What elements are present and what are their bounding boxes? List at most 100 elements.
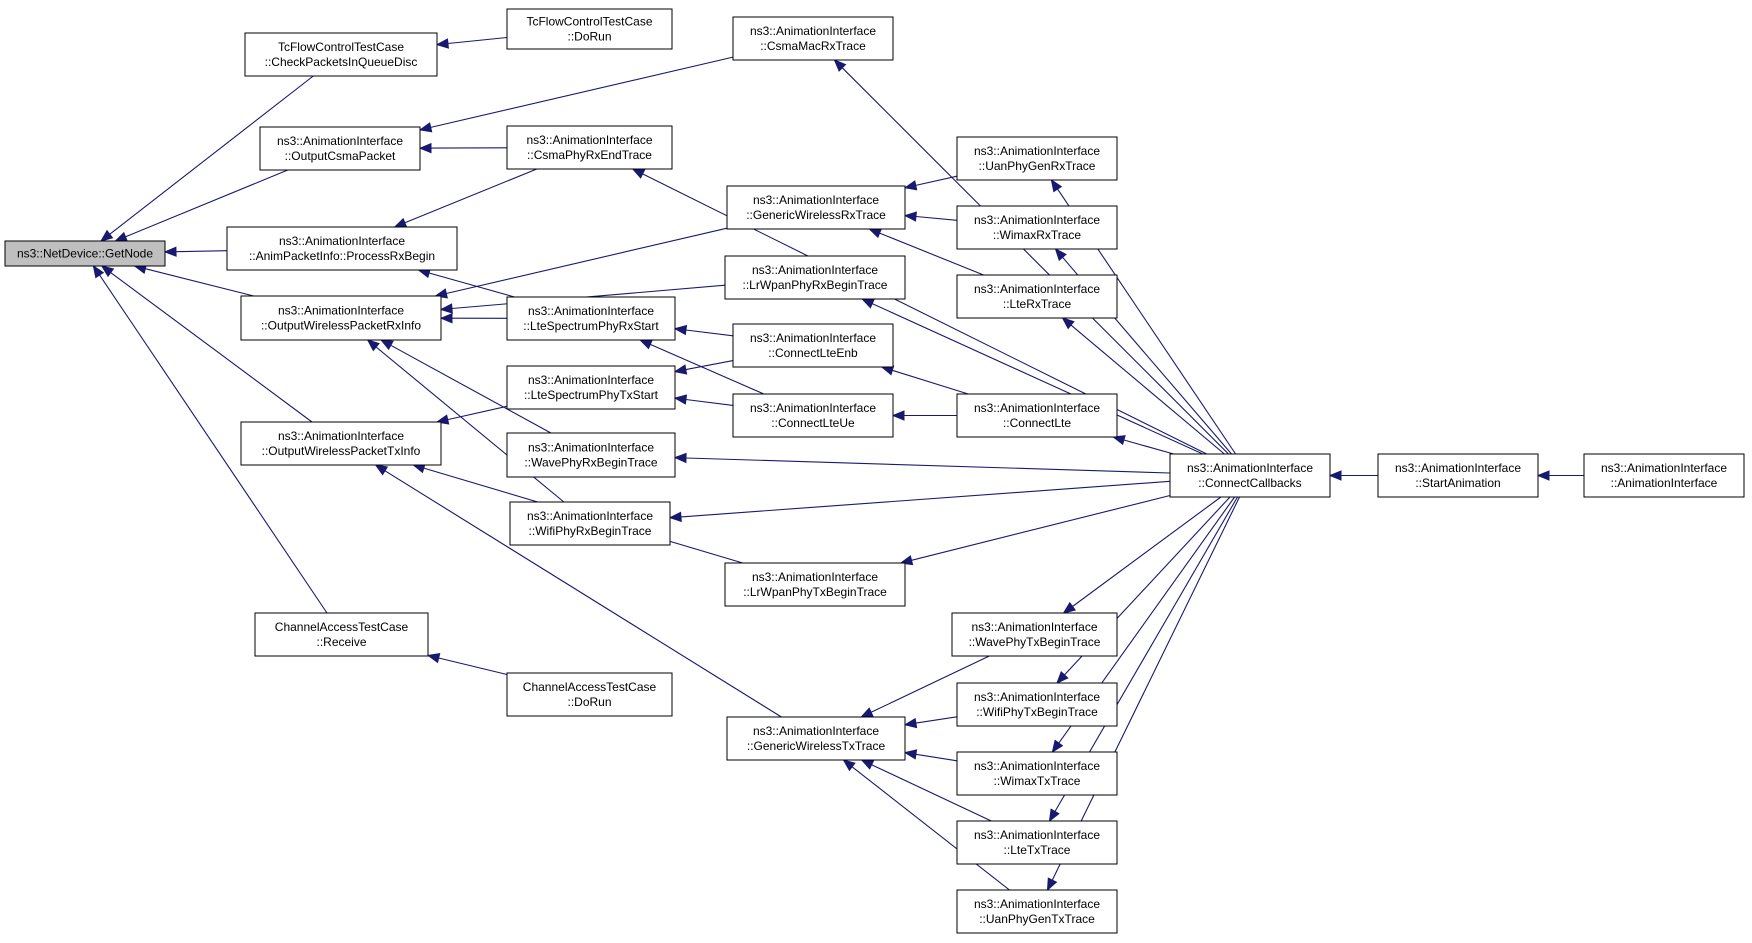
node-label-line: ns3::AnimationInterface bbox=[974, 828, 1100, 842]
node-csma-mac[interactable]: ns3::AnimationInterface::CsmaMacRxTrace bbox=[732, 16, 894, 61]
node-label-line: ::OutputCsmaPacket bbox=[285, 149, 396, 163]
edge-line bbox=[447, 36, 508, 45]
node-lrwpan-tx[interactable]: ns3::AnimationInterface::LrWpanPhyTxBegi… bbox=[724, 562, 906, 607]
edge-conn_cb-to-uan_tx bbox=[1046, 496, 1240, 892]
edge-conn_enb-to-lte_spec_rx bbox=[673, 324, 734, 337]
edge-line bbox=[125, 169, 289, 238]
node-chan-recv[interactable]: ChannelAccessTestCase::Receive bbox=[254, 612, 429, 657]
arrowhead bbox=[100, 265, 115, 278]
arrowhead bbox=[860, 707, 874, 718]
arrowhead bbox=[868, 228, 883, 239]
edge-lte_tx-to-gen_tx bbox=[860, 759, 992, 822]
node-conn-cb[interactable]: ns3::AnimationInterface::ConnectCallback… bbox=[1169, 453, 1331, 498]
edge-line bbox=[680, 480, 1171, 518]
edge-conn_cb-to-lrwpan_tx bbox=[899, 494, 1171, 566]
node-box bbox=[1377, 453, 1539, 498]
node-box bbox=[506, 125, 673, 170]
node-anim-pkt[interactable]: ns3::AnimationInterface::AnimPacketInfo:… bbox=[226, 226, 458, 271]
node-conn-lte[interactable]: ns3::AnimationInterface::ConnectLte bbox=[956, 393, 1118, 438]
node-label-line: ns3::AnimationInterface bbox=[974, 213, 1100, 227]
node-uan-rx[interactable]: ns3::AnimationInterface::UanPhyGenRxTrac… bbox=[956, 136, 1118, 181]
node-start-anim[interactable]: ns3::AnimationInterface::StartAnimation bbox=[1377, 453, 1539, 498]
node-tc-check[interactable]: TcFlowControlTestCase::CheckPacketsInQue… bbox=[244, 32, 438, 77]
edge-wifi_tx-to-gen_tx bbox=[903, 716, 958, 729]
node-label-line: ::LrWpanPhyRxBeginTrace bbox=[743, 278, 888, 292]
node-uan-tx[interactable]: ns3::AnimationInterface::UanPhyGenTxTrac… bbox=[956, 889, 1118, 934]
edge-line bbox=[685, 457, 1171, 474]
edge-line bbox=[1051, 496, 1240, 881]
edge-line bbox=[384, 470, 782, 718]
edge-csma_phy-to-out_csma bbox=[418, 142, 508, 154]
node-gen-tx[interactable]: ns3::AnimationInterface::GenericWireless… bbox=[726, 716, 906, 761]
node-getnode[interactable]: ns3::NetDevice::GetNode bbox=[4, 240, 166, 267]
arrowhead bbox=[100, 229, 114, 242]
node-out-wtx[interactable]: ns3::AnimationInterface::OutputWirelessP… bbox=[240, 421, 442, 466]
arrowhead bbox=[1061, 317, 1075, 330]
node-wifi-tx[interactable]: ns3::AnimationInterface::WifiPhyTxBeginT… bbox=[956, 682, 1118, 727]
node-conn-enb[interactable]: ns3::AnimationInterface::ConnectLteEnb bbox=[732, 323, 894, 368]
node-gen-rx[interactable]: ns3::AnimationInterface::GenericWireless… bbox=[726, 185, 906, 230]
node-label-line: ::Receive bbox=[316, 635, 366, 649]
arrowhead bbox=[374, 464, 389, 476]
node-label-line: ::LteSpectrumPhyTxStart bbox=[524, 388, 659, 402]
node-lte-rx[interactable]: ns3::AnimationInterface::LteRxTrace bbox=[956, 274, 1118, 319]
node-out-csma[interactable]: ns3::AnimationInterface::OutputCsmaPacke… bbox=[259, 126, 421, 171]
edge-line bbox=[879, 232, 984, 276]
node-out-wrx[interactable]: ns3::AnimationInterface::OutputWirelessP… bbox=[240, 295, 442, 341]
node-label-line: ns3::AnimationInterface bbox=[527, 509, 653, 523]
node-label-line: ns3::NetDevice::GetNode bbox=[17, 247, 153, 261]
node-box bbox=[1583, 453, 1745, 498]
node-anim-ctor[interactable]: ns3::AnimationInterface::AnimationInterf… bbox=[1583, 453, 1745, 498]
edge-line bbox=[430, 56, 734, 128]
node-wave-tx[interactable]: ns3::AnimationInterface::WavePhyTxBeginT… bbox=[951, 612, 1118, 657]
node-label-line: ::CsmaPhyRxEndTrace bbox=[527, 148, 652, 162]
edge-conn_ue-to-lte_spec_tx bbox=[673, 394, 734, 406]
node-tc-dorun[interactable]: TcFlowControlTestCase::DoRun bbox=[506, 8, 673, 50]
node-label-line: ::GenericWirelessTxTrace bbox=[747, 739, 886, 753]
node-label-line: ns3::AnimationInterface bbox=[526, 133, 652, 147]
node-label-line: ::CsmaMacRxTrace bbox=[760, 39, 866, 53]
arrowhead bbox=[673, 324, 688, 336]
node-label-line: ns3::AnimationInterface bbox=[278, 429, 404, 443]
node-chan-dorun[interactable]: ChannelAccessTestCase::DoRun bbox=[506, 672, 673, 717]
node-label-line: ::CheckPacketsInQueueDisc bbox=[265, 55, 418, 69]
node-conn-ue[interactable]: ns3::AnimationInterface::ConnectLteUe bbox=[732, 393, 894, 438]
arrowhead bbox=[860, 759, 875, 770]
node-lte-spec-tx[interactable]: ns3::AnimationInterface::LteSpectrumPhyT… bbox=[506, 365, 676, 410]
node-wimax-tx[interactable]: ns3::AnimationInterface::WimaxTxTrace bbox=[956, 751, 1118, 796]
node-label-line: ns3::AnimationInterface bbox=[750, 331, 876, 345]
edge-line bbox=[109, 75, 314, 235]
edge-conn_cb-to-wave_tx bbox=[1062, 496, 1222, 614]
edge-line bbox=[892, 369, 969, 395]
node-label-line: ::LteTxTrace bbox=[1004, 843, 1071, 857]
node-wave-rx[interactable]: ns3::AnimationInterface::WavePhyRxBeginT… bbox=[506, 432, 676, 478]
node-box bbox=[724, 255, 906, 300]
edge-line bbox=[870, 655, 990, 713]
edge-anim_pkt-to-getnode bbox=[163, 246, 228, 257]
node-box bbox=[956, 889, 1118, 934]
edge-lte_spec_rx-to-anim_pkt bbox=[417, 268, 515, 298]
node-lte-spec-rx[interactable]: ns3::AnimationInterface::LteSpectrumPhyR… bbox=[506, 296, 676, 341]
arrowhead bbox=[1062, 601, 1077, 614]
node-label-line: ::ConnectLteUe bbox=[771, 416, 855, 430]
node-label-line: ns3::AnimationInterface bbox=[1395, 461, 1521, 475]
node-label-line: ns3::AnimationInterface bbox=[971, 620, 1097, 634]
arrowhead bbox=[638, 339, 653, 350]
node-label-line: TcFlowControlTestCase bbox=[526, 15, 652, 29]
edge-line bbox=[390, 344, 552, 434]
node-box bbox=[956, 820, 1118, 865]
arrowhead bbox=[842, 759, 856, 772]
arrowhead bbox=[418, 142, 432, 154]
node-lte-tx[interactable]: ns3::AnimationInterface::LteTxTrace bbox=[956, 820, 1118, 865]
edge-csma_mac-to-out_csma bbox=[418, 56, 734, 133]
arrowhead bbox=[114, 231, 128, 242]
node-wifi-rx[interactable]: ns3::AnimationInterface::WifiPhyRxBeginT… bbox=[509, 501, 671, 546]
node-csma-phy[interactable]: ns3::AnimationInterface::CsmaPhyRxEndTra… bbox=[506, 125, 673, 170]
node-label-line: ns3::AnimationInterface bbox=[750, 24, 876, 38]
node-label-line: ns3::AnimationInterface bbox=[753, 724, 879, 738]
node-wimax-rx[interactable]: ns3::AnimationInterface::WimaxRxTrace bbox=[956, 205, 1118, 250]
node-lrwpan-rx[interactable]: ns3::AnimationInterface::LrWpanPhyRxBegi… bbox=[724, 255, 906, 300]
edge-line bbox=[685, 398, 734, 406]
arrowhead bbox=[903, 180, 918, 191]
arrowhead bbox=[1050, 178, 1063, 193]
